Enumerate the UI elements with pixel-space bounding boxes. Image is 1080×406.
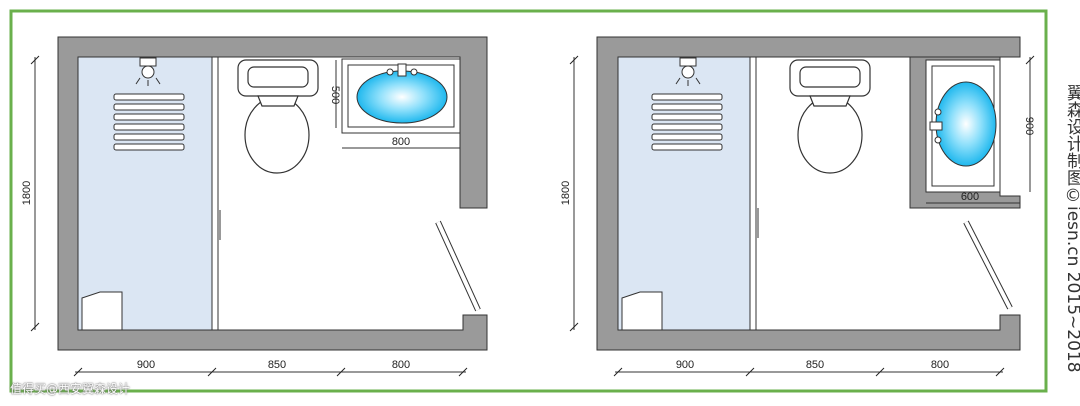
shower-seat (81, 291, 123, 331)
drain-grate-icon (651, 93, 723, 151)
walls (596, 36, 1021, 351)
sink-depth-dimension: 900 (1023, 117, 1035, 135)
shower-area (78, 57, 212, 330)
height-dimension: 1800 (560, 181, 572, 205)
shower-area (618, 57, 750, 330)
sink-basin-icon (356, 70, 448, 124)
bottom-dimension-1: 900 (676, 359, 694, 371)
bottom-dimension-1: 900 (137, 359, 155, 371)
sink-basin-icon (935, 81, 997, 167)
height-dimension: 1800 (21, 181, 33, 205)
bottom-dimension-3: 800 (392, 359, 410, 371)
shower-head-icon (135, 57, 161, 86)
toilet-icon (789, 59, 871, 174)
bottom-dimension-2: 850 (806, 359, 824, 371)
watermark-text: 值得买@西安翼森设计 (10, 382, 131, 396)
walls (57, 36, 488, 351)
drain-grate-icon (113, 93, 185, 151)
left-bathroom-plan: 1800 500 800 900 850 800 (21, 36, 488, 377)
right-bathroom-plan: 1800 900 600 900 850 800 (560, 36, 1035, 377)
shower-head-icon (675, 57, 701, 86)
bottom-dimension-2: 850 (268, 359, 286, 371)
brand-copyright-text: 翼森设计制图©iesn.cn 2015~2018 (1063, 84, 1080, 373)
toilet-icon (237, 59, 319, 174)
shower-seat (621, 291, 663, 331)
green-frame (9, 9, 1048, 393)
sink-width-dimension: 800 (392, 136, 410, 148)
sink-depth-dimension: 500 (329, 86, 341, 104)
sink-width-dimension: 600 (961, 191, 979, 203)
bottom-dimension-3: 800 (931, 359, 949, 371)
